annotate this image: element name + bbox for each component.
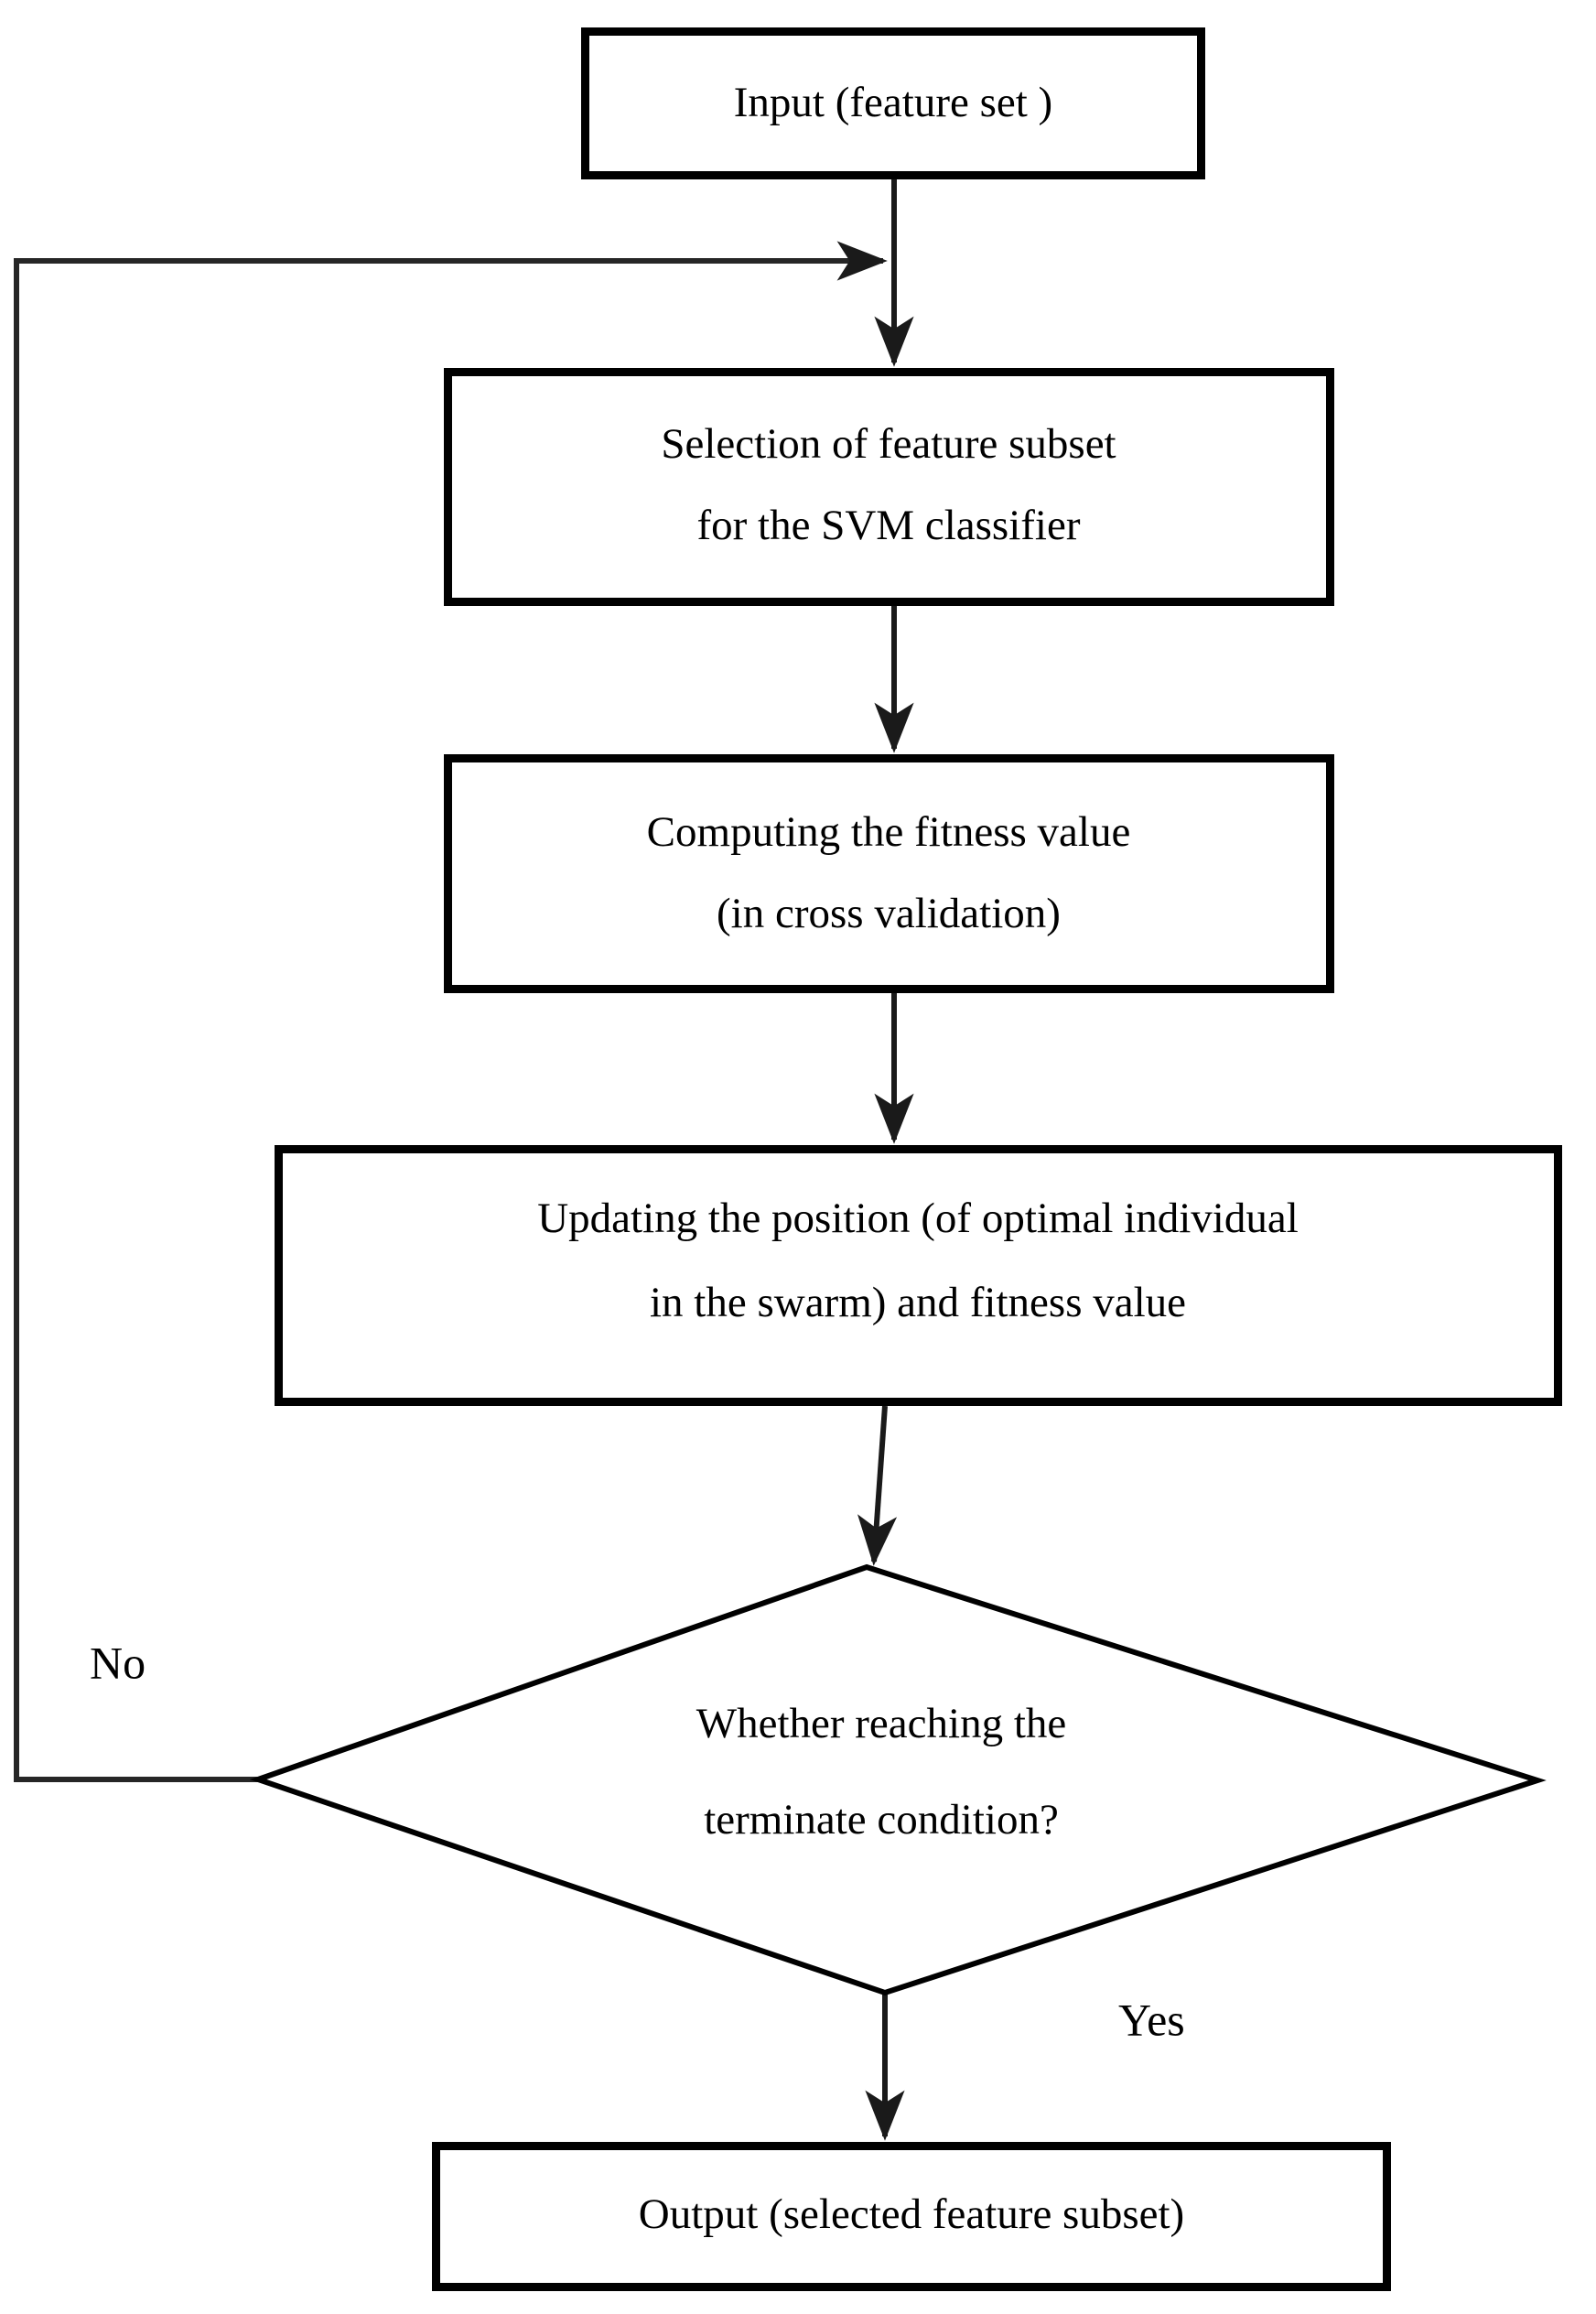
node-selection-shape (444, 368, 1334, 606)
node-input-label-line1: Input (feature set ) (734, 79, 1052, 126)
edge-decision-no-feedback (14, 241, 888, 1782)
node-decision-label-line2: terminate condition? (704, 1796, 1059, 1844)
node-fitness[interactable]: Computing the fitness value (in cross va… (444, 754, 1334, 993)
edge-label-no: No (90, 1637, 146, 1688)
node-output[interactable]: Output (selected feature subset) (432, 2142, 1391, 2291)
node-decision-shape (249, 1563, 1547, 1996)
edge-updating-to-decision (857, 1405, 898, 1566)
node-decision[interactable]: Whether reaching the terminate condition… (249, 1563, 1547, 1996)
node-input[interactable]: Input (feature set ) (581, 27, 1205, 179)
node-selection-label-line1: Selection of feature subset (661, 420, 1116, 468)
node-output-label-line1: Output (selected feature subset) (639, 2190, 1184, 2238)
node-fitness-label-line1: Computing the fitness value (647, 808, 1131, 856)
node-fitness-shape (444, 754, 1334, 993)
node-updating-label-line2: in the swarm) and fitness value (650, 1279, 1186, 1326)
node-output-shape (432, 2142, 1391, 2291)
node-updating[interactable]: Updating the position (of optimal indivi… (275, 1145, 1562, 1406)
edge-label-yes: Yes (1118, 1994, 1185, 2045)
node-selection-label-line2: for the SVM classifier (697, 502, 1081, 549)
node-updating-label-line1: Updating the position (of optimal indivi… (537, 1195, 1299, 1242)
node-selection[interactable]: Selection of feature subset for the SVM … (444, 368, 1334, 606)
node-decision-label-line1: Whether reaching the (696, 1700, 1067, 1747)
node-updating-shape (275, 1145, 1562, 1406)
node-input-shape (581, 27, 1205, 179)
node-fitness-label-line2: (in cross validation) (717, 890, 1061, 937)
